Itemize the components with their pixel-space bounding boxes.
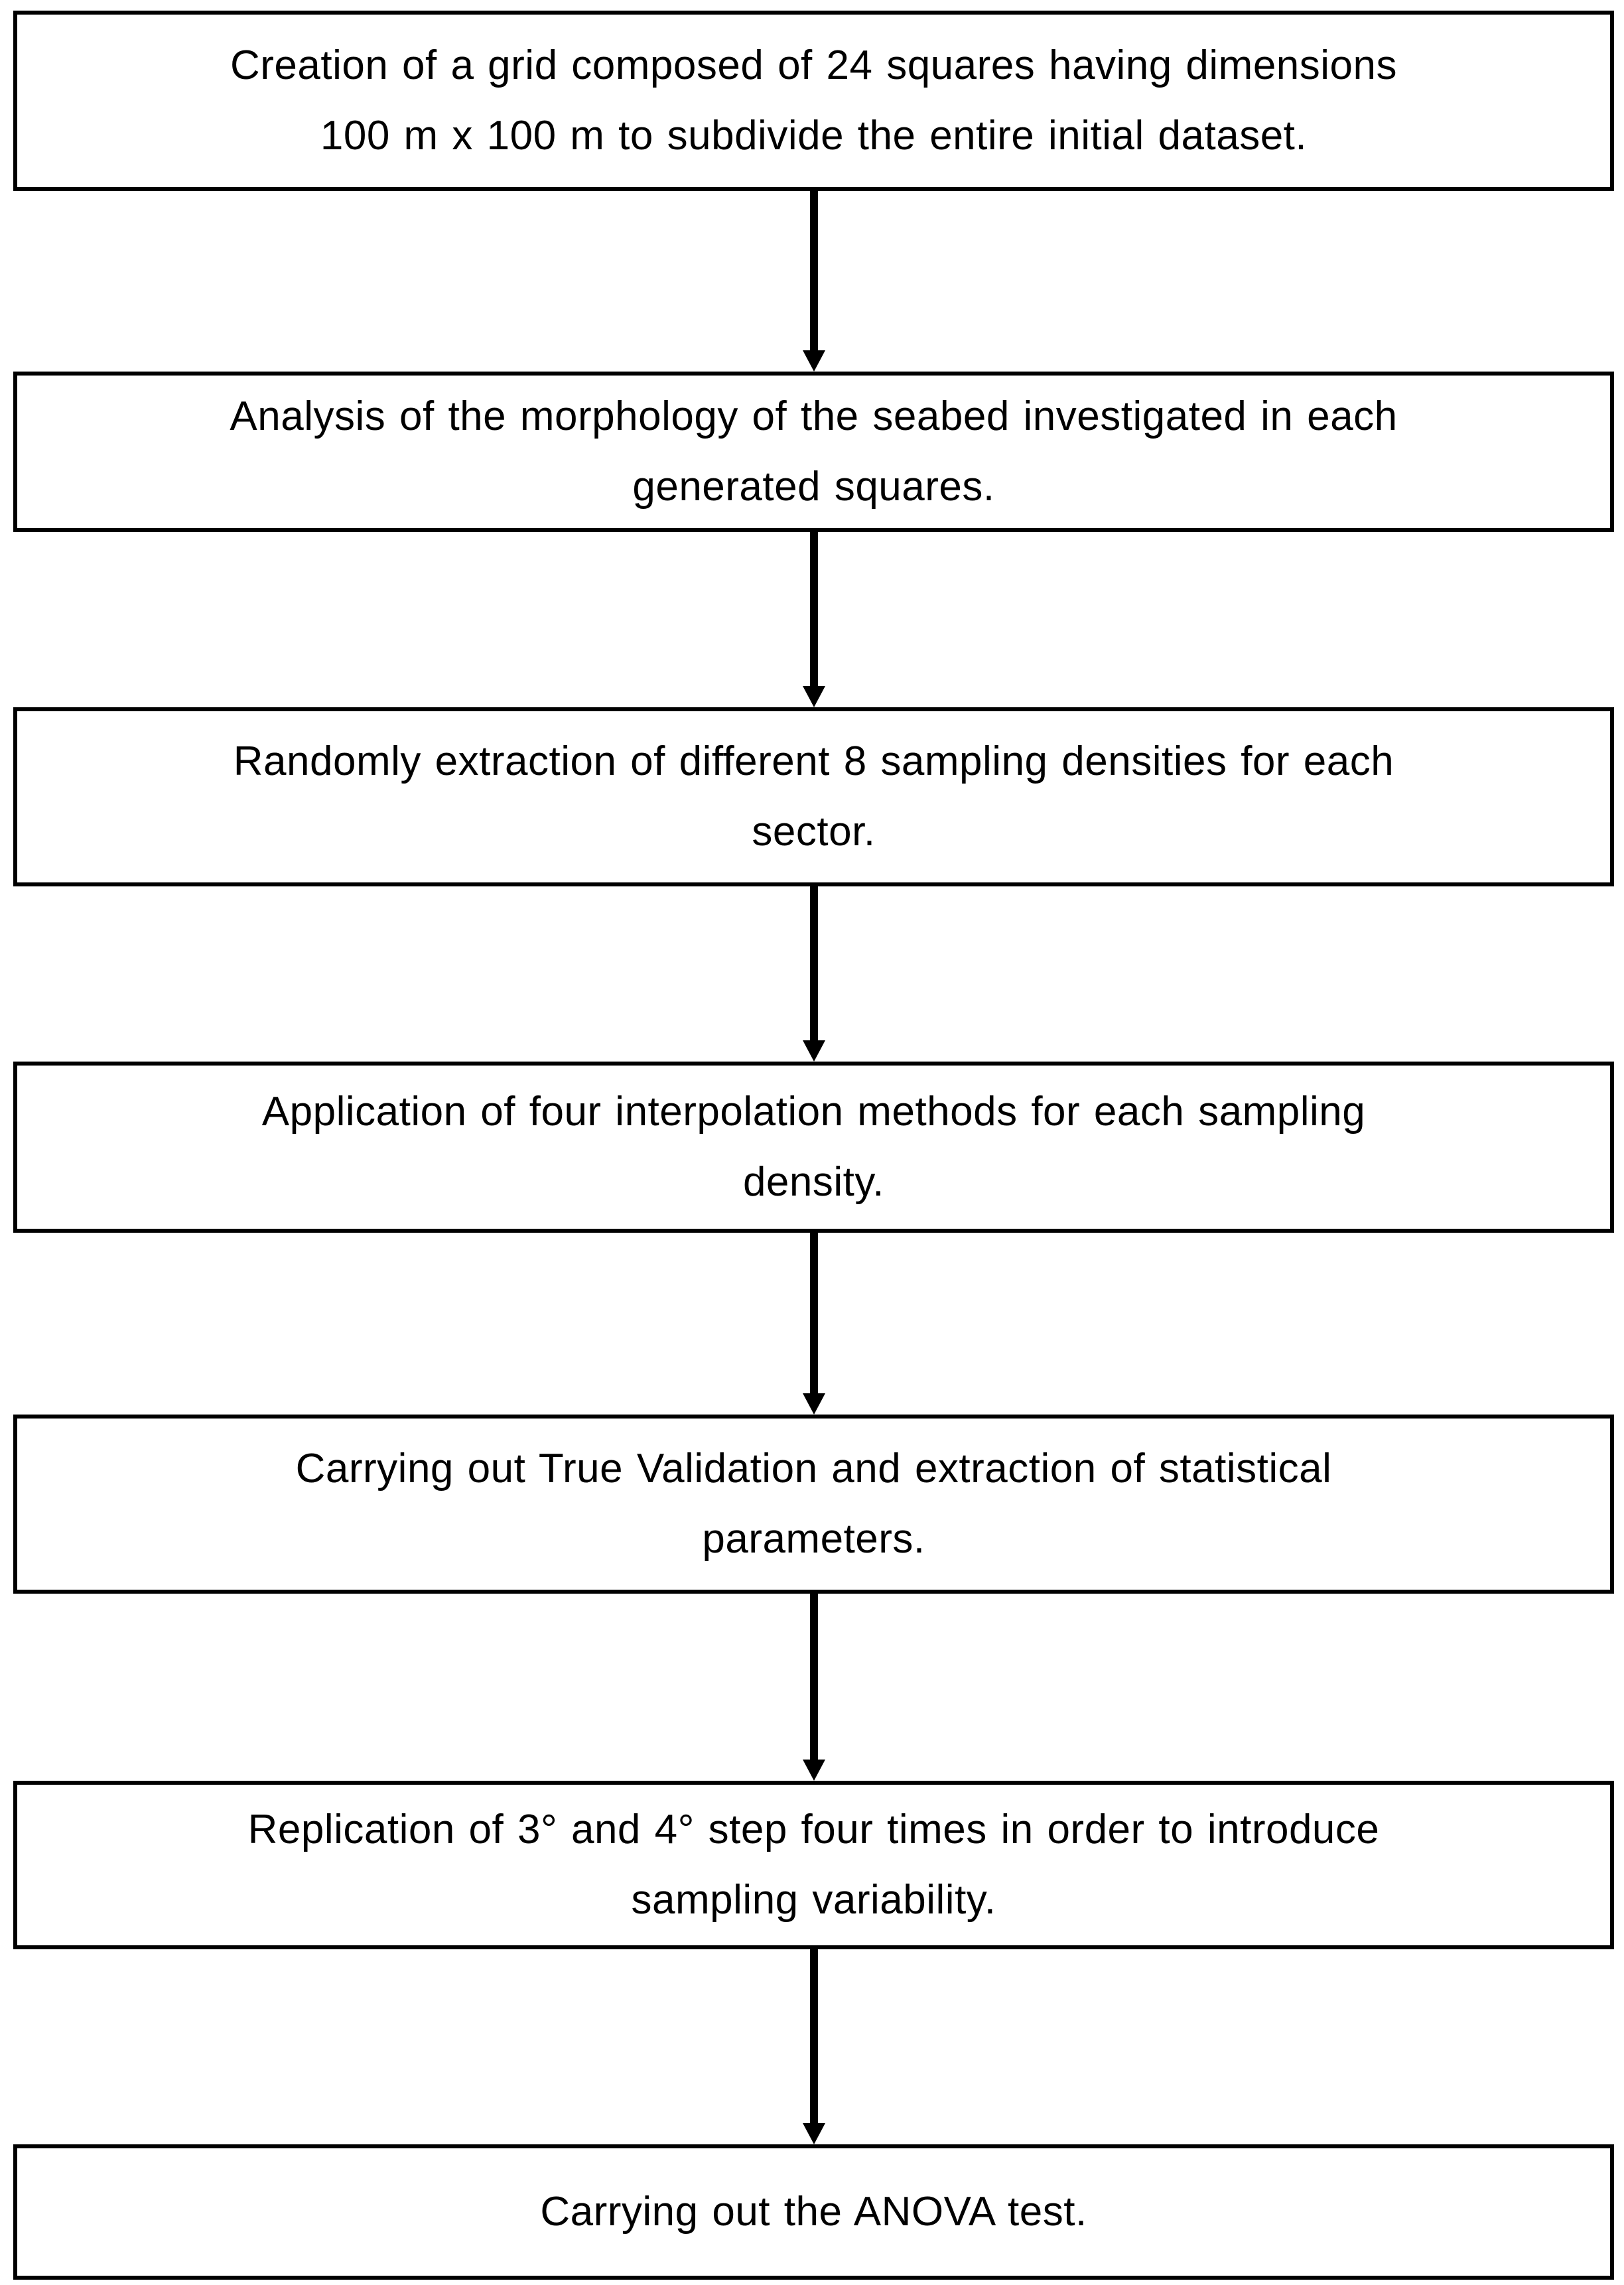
arrow-shaft (810, 532, 818, 687)
flow-step-3-text-line-2: sector. (752, 809, 876, 855)
flow-step-1: Creation of a grid composed of 24 square… (13, 11, 1614, 191)
flow-step-1-text-line-1: Creation of a grid composed of 24 square… (230, 42, 1398, 88)
flow-step-7-text-line-1: Carrying out the ANOVA test. (540, 2189, 1087, 2235)
flow-step-3-text-line-1: Randomly extraction of different 8 sampl… (233, 738, 1394, 784)
flow-arrow-6 (803, 1949, 825, 2144)
arrow-down-icon (803, 2123, 825, 2144)
flow-step-1-text-line-2: 100 m x 100 m to subdivide the entire in… (320, 113, 1308, 159)
arrow-shaft (810, 886, 818, 1042)
flow-step-6-text-line-2: sampling variability. (631, 1877, 996, 1923)
arrow-down-icon (803, 1040, 825, 1062)
flow-step-2-text-line-2: generated squares. (632, 464, 995, 510)
flow-step-3: Randomly extraction of different 8 sampl… (13, 707, 1614, 886)
flow-step-5-text-line-1: Carrying out True Validation and extract… (295, 1446, 1332, 1491)
arrow-shaft (810, 191, 818, 352)
flow-step-4: Application of four interpolation method… (13, 1062, 1614, 1233)
flow-step-4-text-line-2: density. (742, 1159, 885, 1205)
flow-step-7: Carrying out the ANOVA test. (13, 2144, 1614, 2280)
arrow-down-icon (803, 350, 825, 372)
arrow-down-icon (803, 1393, 825, 1415)
flow-arrow-2 (803, 532, 825, 707)
flow-step-2-text-line-1: Analysis of the morphology of the seabed… (230, 393, 1398, 439)
flow-step-2: Analysis of the morphology of the seabed… (13, 372, 1614, 532)
flow-step-5-text-line-2: parameters. (702, 1516, 925, 1562)
flow-step-4-text-line-1: Application of four interpolation method… (261, 1089, 1366, 1135)
flow-arrow-4 (803, 1233, 825, 1415)
arrow-shaft (810, 1594, 818, 1761)
flow-step-5: Carrying out True Validation and extract… (13, 1415, 1614, 1594)
arrow-shaft (810, 1949, 818, 2124)
arrow-shaft (810, 1233, 818, 1395)
flow-step-6-text-line-1: Replication of 3° and 4° step four times… (247, 1807, 1380, 1852)
arrow-down-icon (803, 1760, 825, 1781)
flow-arrow-1 (803, 191, 825, 372)
flow-arrow-5 (803, 1594, 825, 1781)
flow-step-6: Replication of 3° and 4° step four times… (13, 1781, 1614, 1949)
flow-arrow-3 (803, 886, 825, 1062)
arrow-down-icon (803, 686, 825, 707)
